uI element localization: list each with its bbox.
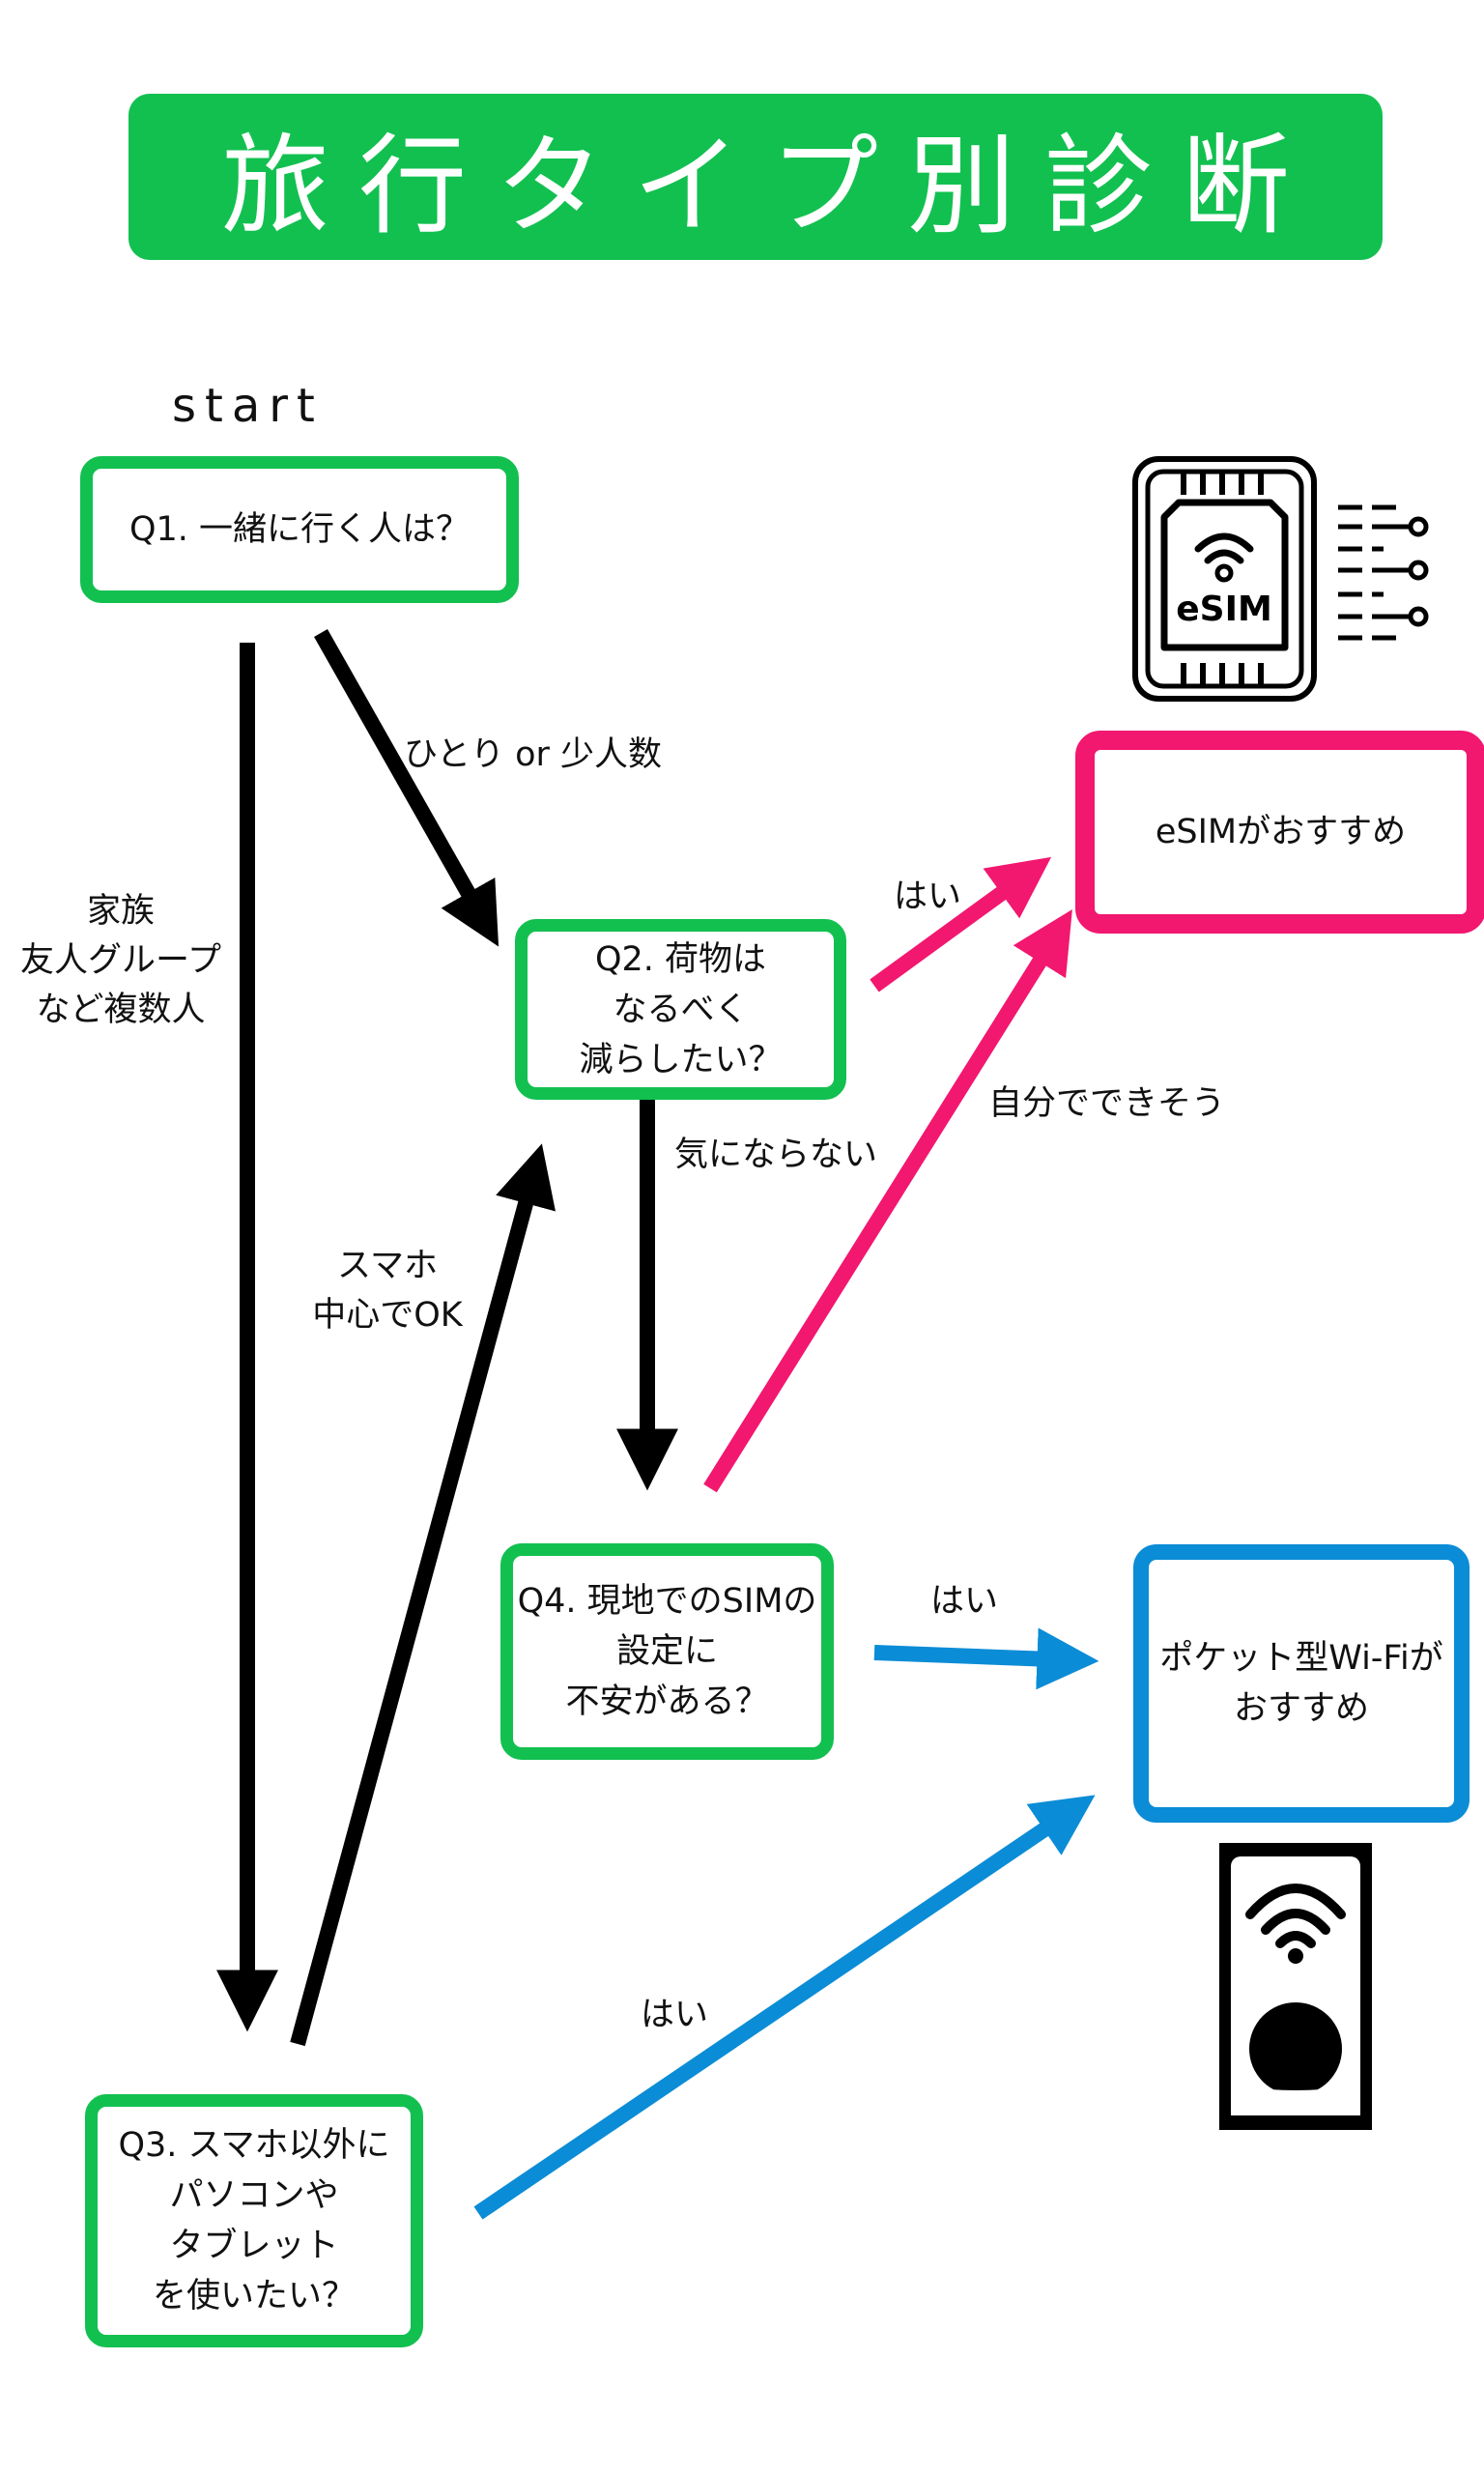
esim-icon-text: eSIM [1176,590,1272,629]
arrow-q2-esim [870,856,1052,992]
q3-text: Q3. スマホ以外に パソコンや タブレット を使いたい？ [118,2126,390,2316]
start-label: start [172,379,324,433]
label-q3-wifi: はい [641,1996,709,2034]
label-q2-q4: 気にならない [674,1136,878,1174]
q4-box: Q4. 現地でのSIMの 設定に 不安がある？ [500,1543,834,1760]
label-q2-esim: はい [894,877,962,916]
q4-text: Q4. 現地でのSIMの 設定に 不安がある？ [517,1582,817,1721]
label-q3-q2: スマホ 中心でOK [312,1247,463,1335]
q2-text: Q2. 荷物は なるべく 減らしたい？ [579,939,783,1079]
pocket-wifi-icon [1219,1843,1372,2130]
label-q1-q2: ひとり or 少人数 [404,735,663,774]
wifi-result-box: ポケット型Wi-Fiが おすすめ [1133,1544,1470,1823]
label-q4-esim: 自分でできそう [988,1084,1226,1123]
q1-text: Q1. 一緒に行く人は？ [128,510,471,549]
q3-box: Q3. スマホ以外に パソコンや タブレット を使いたい？ [85,2094,423,2347]
q1-box: Q1. 一緒に行く人は？ [80,456,519,603]
esim-result-text: eSIMがおすすめ [1155,813,1407,851]
page-title: 旅行タイプ別診断 [221,124,1319,249]
arrow-q1-q2 [314,629,499,947]
arrow-q4-esim [703,909,1072,1493]
arrow-q3-wifi [473,1795,1096,2220]
wifi-result-text: ポケット型Wi-Fiが おすすめ [1159,1639,1443,1728]
arrow-q4-wifi [873,1627,1099,1690]
label-q4-wifi: はい [930,1582,999,1621]
q2-box: Q2. 荷物は なるべく 減らしたい？ [515,919,846,1100]
esim-result-box: eSIMがおすすめ [1075,731,1484,934]
esim-chip-icon: eSIM [1130,454,1430,705]
label-q1-q3: 家族 友人グループ など複数人 [20,892,221,1029]
arrow-q3-q2 [290,1143,556,2047]
title-banner: 旅行タイプ別診断 [128,94,1383,260]
